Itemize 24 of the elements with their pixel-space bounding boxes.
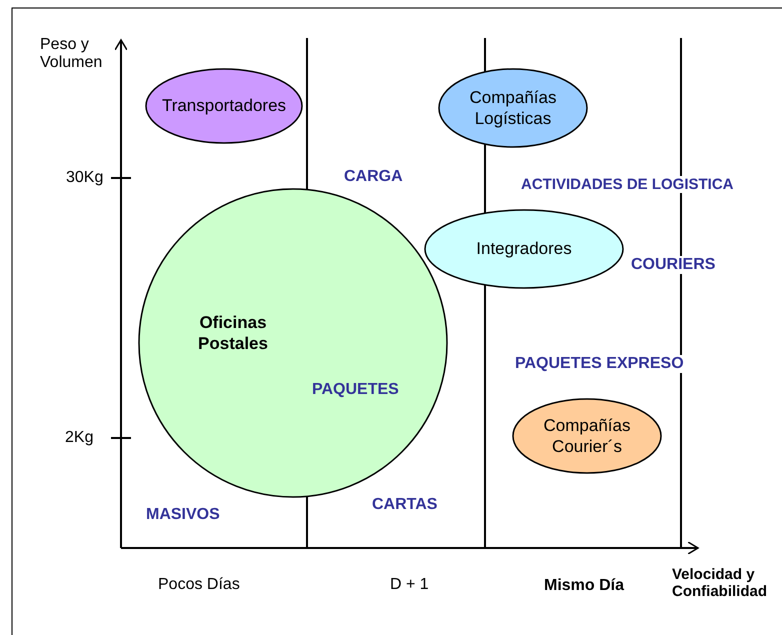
tick-label: 2Kg <box>65 429 94 447</box>
axis-label: D + 1 <box>390 576 429 594</box>
node-label: Oficinas Postales <box>197 312 269 354</box>
axis-label: Pocos Días <box>158 576 240 594</box>
axis-label: Peso y Volumen <box>40 36 104 72</box>
node-label: Compañías Courier´s <box>542 414 632 458</box>
category-label: CARTAS <box>372 496 438 514</box>
ellipse-node <box>138 188 448 498</box>
ellipse-node <box>438 68 588 148</box>
category-label: PAQUETES <box>312 381 399 399</box>
axis-label: Mismo Día <box>544 577 624 595</box>
ellipse-node <box>145 68 303 144</box>
node-label: Integradores <box>476 238 572 260</box>
tick-label: 30Kg <box>66 169 104 187</box>
ellipse-node <box>424 209 624 289</box>
ellipse-node <box>512 398 662 474</box>
axis-label: Velocidad y Confiabilidad <box>672 567 768 600</box>
category-label: COURIERS <box>631 256 716 274</box>
category-label: CARGA <box>344 168 403 186</box>
category-label: MASIVOS <box>146 506 220 524</box>
node-label: Transportadores <box>162 95 286 117</box>
node-label: Compañías Logísticas <box>468 86 558 130</box>
category-label: PAQUETES EXPRESO <box>515 355 684 373</box>
category-label: ACTIVIDADES DE LOGISTICA <box>521 176 734 193</box>
